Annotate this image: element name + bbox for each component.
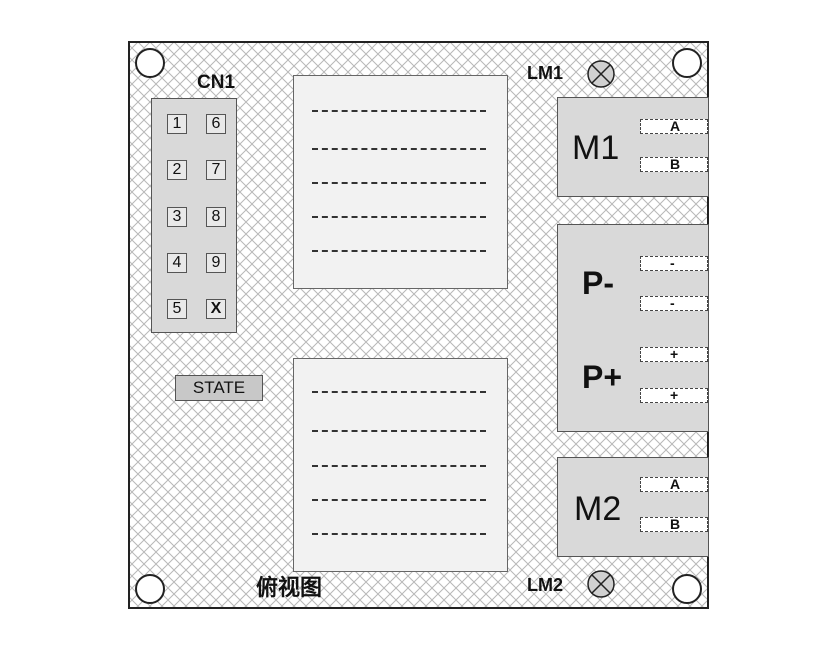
pin-x: X [206,299,226,319]
terminal-m2-a: A [640,477,708,492]
terminal-label: A [670,118,681,134]
terminal-label: + [670,346,679,362]
terminal-label: - [670,255,675,271]
mounting-hole-top-right [672,48,702,78]
terminal-label: B [670,156,681,172]
indicator-lamp-icon [587,570,615,598]
pin-9: 9 [206,253,226,273]
mounting-hole-bottom-right [672,574,702,604]
module-m2-label: M2 [574,490,622,528]
view-caption: 俯视图 [256,575,323,600]
connector-cn1: 1 2 3 4 5 6 7 8 9 X [151,98,237,333]
indicator-lm2-label: LM2 [527,575,563,595]
pin-7: 7 [206,160,226,180]
terminal-power-plus-2: + [640,388,708,403]
module-m1-label: M1 [572,129,620,167]
terminal-label: + [670,387,679,403]
state-label: STATE [175,375,263,401]
power-plus-label: P+ [582,359,623,395]
pin-3: 3 [167,207,187,227]
pin-6: 6 [206,114,226,134]
indicator-lamp-icon [587,60,615,88]
connector-title: CN1 [197,72,236,93]
module-m2: M2 A B [557,457,709,557]
pin-5: 5 [167,299,187,319]
pin-4: 4 [167,253,187,273]
power-minus-label: P- [582,265,614,301]
terminal-m1-a: A [640,119,708,134]
indicator-lm1-label: LM1 [527,63,563,83]
pin-2: 2 [167,160,187,180]
pin-1: 1 [167,114,187,134]
terminal-label: A [670,476,681,492]
terminal-m2-b: B [640,517,708,532]
terminal-power-minus-1: - [640,256,708,271]
terminal-power-plus-1: + [640,347,708,362]
panel-bottom [293,358,508,572]
module-power: P- P+ - - + + [557,224,709,432]
module-m1: M1 A B [557,97,709,197]
terminal-power-minus-2: - [640,296,708,311]
terminal-label: B [670,516,681,532]
pin-8: 8 [206,207,226,227]
terminal-label: - [670,295,675,311]
terminal-m1-b: B [640,157,708,172]
mounting-hole-bottom-left [135,574,165,604]
panel-top [293,75,508,289]
mounting-hole-top-left [135,48,165,78]
